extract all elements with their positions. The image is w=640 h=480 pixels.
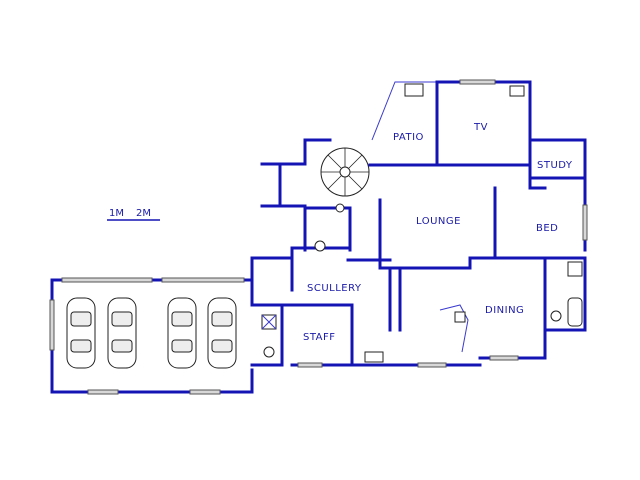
label-tv: TV xyxy=(473,122,488,133)
garage-window-side xyxy=(49,299,55,351)
label-study: STUDY xyxy=(537,160,573,171)
garage-window-bottom-1 xyxy=(87,389,119,395)
lounge-top-wall xyxy=(368,163,547,190)
entrance-bottom-wall xyxy=(260,204,307,252)
service-wing xyxy=(250,246,402,368)
entrance xyxy=(260,138,370,252)
study-bottom xyxy=(528,176,587,190)
bath-toilet xyxy=(550,310,562,322)
entrance-top-wall xyxy=(260,138,332,166)
bath-tub xyxy=(567,297,583,327)
patio-braai xyxy=(404,83,424,97)
garage xyxy=(49,256,254,395)
garage-door-2 xyxy=(161,277,245,283)
dining-window-2 xyxy=(489,355,519,361)
car-4 xyxy=(207,297,237,369)
spiral-staircase xyxy=(320,147,370,197)
scullery-sink xyxy=(364,351,384,363)
staff-window xyxy=(297,362,323,368)
scale-label-1m: 1M xyxy=(109,208,124,219)
tv-fireplace xyxy=(509,85,525,97)
wc-walls xyxy=(303,206,352,252)
staff-toilet xyxy=(263,346,275,358)
car-2 xyxy=(107,297,137,369)
bath-walls xyxy=(543,256,587,332)
scale-label-2m: 2M xyxy=(136,208,151,219)
bedroom-wing xyxy=(493,138,588,332)
car-3 xyxy=(167,297,197,369)
tv-window xyxy=(459,79,496,85)
label-bed: BED xyxy=(536,223,558,234)
wc-basin xyxy=(335,203,345,213)
label-dining: DINING xyxy=(485,305,524,316)
label-scullery: SCULLERY xyxy=(307,283,362,294)
label-patio: PATIO xyxy=(393,132,424,143)
lounge-partition xyxy=(378,198,472,270)
label-staff: STAFF xyxy=(303,332,336,343)
kitchen-hob xyxy=(454,311,466,323)
bath-shower xyxy=(567,261,583,277)
car-1 xyxy=(66,297,96,369)
bed-window xyxy=(582,204,588,241)
scale-bar: 1M 2M xyxy=(107,208,160,221)
main-living xyxy=(346,163,547,368)
dining-window-1 xyxy=(417,362,447,368)
service-top-wall xyxy=(250,246,350,307)
scullery-bottom xyxy=(350,333,402,367)
wc-toilet xyxy=(314,240,326,252)
garage-door-1 xyxy=(61,277,153,283)
garage-window-bottom-2 xyxy=(189,389,221,395)
patio-tv xyxy=(371,79,532,167)
label-lounge: LOUNGE xyxy=(416,216,461,227)
